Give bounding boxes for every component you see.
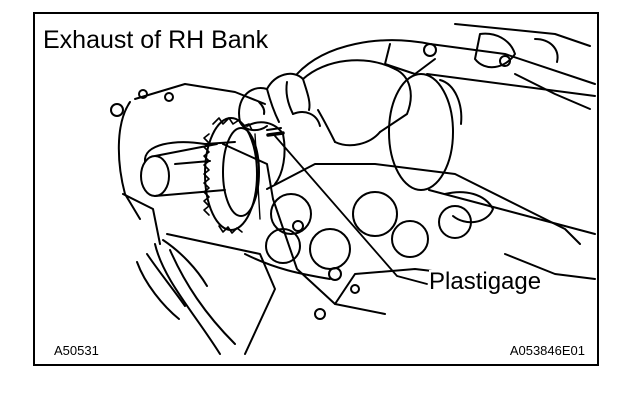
diagram-frame: Exhaust of RH Bank Plastigage A50531 A05… (33, 12, 599, 366)
left-housing-outline (110, 83, 331, 355)
figure-code-left: A50531 (54, 343, 99, 358)
camshaft-illustration (110, 23, 596, 355)
camshaft-outline (140, 141, 274, 200)
figure-code-right: A053846E01 (509, 343, 585, 358)
timing-gear (203, 117, 261, 234)
plastigage-label: Plastigage (429, 268, 542, 295)
rod-illustration (388, 73, 596, 235)
upper-right-housing-outline (296, 23, 596, 110)
hand-illustration (238, 59, 412, 147)
plastigage-leader-line (274, 135, 428, 285)
camshaft-journal (246, 121, 286, 185)
diagram-title: Exhaust of RH Bank (43, 28, 273, 55)
bracket-outline (136, 239, 208, 320)
